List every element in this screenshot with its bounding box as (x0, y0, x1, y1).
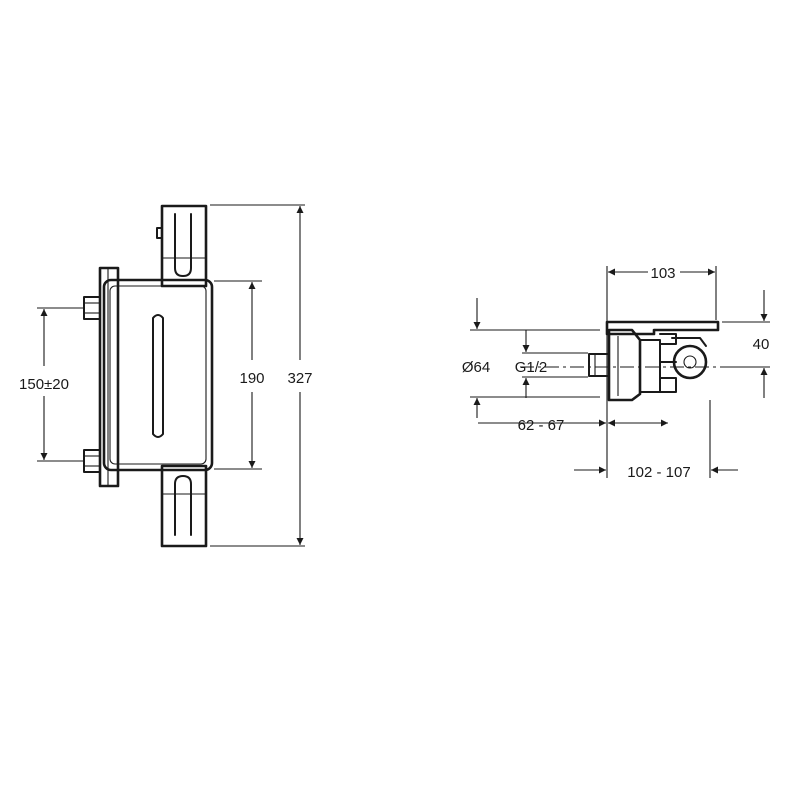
top-handle (156, 204, 208, 288)
mixer-body (102, 278, 214, 472)
bottom-handle (160, 464, 208, 548)
dimension-thread: G1/2 (515, 330, 588, 398)
inlet-bottom (83, 449, 101, 473)
side-body (607, 328, 708, 402)
dimension-190: 190 (239, 282, 265, 468)
label-327: 327 (287, 370, 312, 387)
label-190: 190 (239, 370, 264, 387)
side-view: 103 40 Ø64 G1/2 62 - 67 (462, 265, 770, 481)
label-diameter: Ø64 (462, 359, 490, 376)
side-inlet (588, 353, 610, 377)
wall-bracket (98, 266, 120, 488)
dimension-40: 40 (753, 290, 770, 398)
dimension-d64: Ø64 (462, 298, 490, 418)
label-103: 103 (650, 265, 675, 282)
label-62-67: 62 - 67 (518, 417, 565, 434)
dimension-327: 327 (287, 206, 313, 545)
label-150: 150±20 (19, 376, 69, 393)
wall-plate (605, 320, 720, 336)
dimension-150: 150±20 (19, 309, 69, 460)
inlet-top (83, 296, 101, 320)
dimension-62-67: 62 - 67 (478, 417, 668, 434)
dimension-103: 103 (608, 265, 715, 282)
dimension-102-107: 102 - 107 (574, 464, 738, 481)
label-102-107: 102 - 107 (627, 464, 690, 481)
label-thread: G1/2 (515, 359, 548, 376)
front-view: 327 190 150±20 (19, 204, 313, 548)
label-40: 40 (753, 336, 770, 353)
